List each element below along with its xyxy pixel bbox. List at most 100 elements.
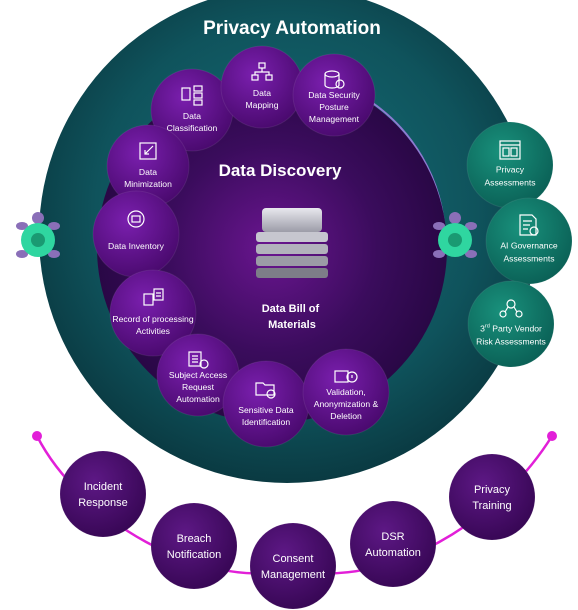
assessment-node-label-line: AI Governance <box>500 241 558 251</box>
ring-node-label-line: Data <box>139 167 157 177</box>
ring-node-label-line: Data Security <box>308 90 360 100</box>
assessment-node-label-line: Risk Assessments <box>476 337 546 347</box>
turtle-left-icon <box>16 212 60 258</box>
program-node-label-line: DSR <box>381 531 404 543</box>
program-node-label-line: Consent <box>273 553 314 565</box>
program-node-label-line: Management <box>261 569 325 581</box>
ring-node-label-line: Minimization <box>124 179 172 189</box>
center-label-line: Materials <box>268 319 316 331</box>
program-node-label-line: Breach <box>177 533 212 545</box>
assessment-node-circle <box>467 280 555 368</box>
program-node-circle <box>448 453 536 541</box>
program-node-label-line: Training <box>472 500 511 512</box>
program-node-circle <box>249 522 337 610</box>
program-node-dsr-automation: DSR Automation <box>349 500 437 588</box>
ring-node-label-line: Sensitive Data <box>238 405 294 415</box>
window-icon <box>499 140 521 160</box>
ring-node-label-line: Data <box>253 88 271 98</box>
folder-search-icon <box>255 382 276 399</box>
ring-node-label-line: Posture <box>319 102 349 112</box>
ring-node-validation-anonymization-deletion: Validation, Anonymization & Deletion <box>302 348 390 436</box>
outer-title: Privacy Automation <box>203 18 381 39</box>
classification-icon <box>181 85 203 106</box>
ring-node-label-line: Activities <box>136 326 170 336</box>
connector-dot-right <box>547 431 557 441</box>
center-label: Data Bill of Materials <box>262 303 323 331</box>
assessment-node-label-line: 3rd Party Vendor <box>480 324 542 334</box>
program-node-label-line: Response <box>78 497 128 509</box>
connector-dot-left <box>32 431 42 441</box>
program-node-circle <box>59 450 147 538</box>
ring-node-circle <box>109 269 197 357</box>
turtle-right-icon <box>433 212 477 258</box>
document-search-icon <box>519 214 539 236</box>
ring-node-label-line: Record of processing <box>112 314 193 324</box>
ring-node-label-line: Request <box>182 382 215 392</box>
ring-node-label-line: Deletion <box>330 411 362 421</box>
ring-node-label-line: Identification <box>242 417 290 427</box>
mapping-icon <box>251 62 273 81</box>
center-title: Data Discovery <box>219 161 342 180</box>
validation-icon <box>334 370 358 383</box>
program-node-label-line: Notification <box>167 549 221 561</box>
ring-node-label-line: Classification <box>167 123 218 133</box>
ring-node-circle <box>92 190 180 278</box>
program-node-label: DSR Automation <box>365 531 421 559</box>
minimize-icon <box>139 142 157 160</box>
assessment-node-circle <box>485 197 573 285</box>
ring-node-label-line: Automation <box>176 394 220 404</box>
center-label-line: Data Bill of <box>262 303 320 315</box>
ring-node-label-line: Anonymization & <box>314 399 379 409</box>
inventory-icon <box>127 210 145 228</box>
assessment-node-label-line: Privacy <box>496 165 525 175</box>
ring-node-label-line: Management <box>309 114 360 124</box>
ring-node-label-line: Validation, <box>326 387 366 397</box>
assessment-node-label-line: Assessments <box>503 254 554 264</box>
program-node-circle <box>150 502 238 590</box>
ring-node-circle <box>222 360 310 448</box>
program-node-label-line: Incident <box>84 481 123 493</box>
program-node-circle <box>349 500 437 588</box>
request-icon <box>188 351 209 369</box>
ring-node-label: Validation, Anonymization & Deletion <box>314 387 379 421</box>
ring-node-label: Data Inventory <box>108 241 165 251</box>
ring-node-circle <box>302 348 390 436</box>
data-stack-icon <box>256 208 328 278</box>
assessment-node-label-line: Assessments <box>484 178 535 188</box>
ring-node-label-line: Data Inventory <box>108 241 165 251</box>
records-icon <box>143 288 164 306</box>
program-node-label-line: Automation <box>365 547 421 559</box>
ring-node-label-line: Subject Access <box>169 370 227 380</box>
ring-node-data-inventory: Data Inventory <box>92 190 180 278</box>
program-node-label-line: Privacy <box>474 484 511 496</box>
ring-node-label-line: Mapping <box>246 100 279 110</box>
database-shield-icon <box>324 70 345 89</box>
